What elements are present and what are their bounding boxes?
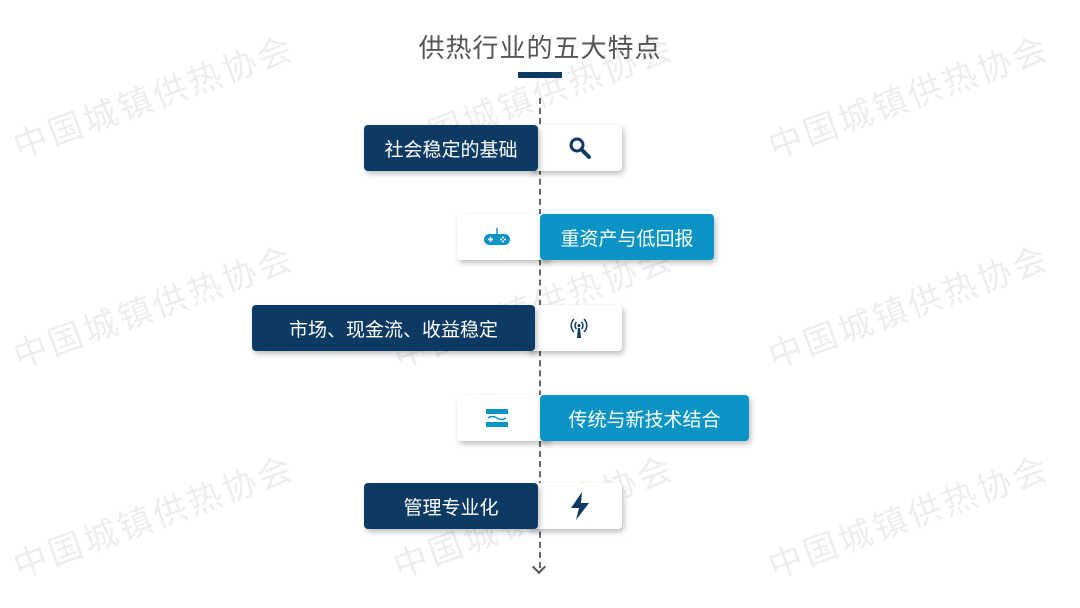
wireless-signal-icon (566, 315, 592, 341)
gamepad-icon (483, 227, 511, 247)
lightning-icon (569, 492, 591, 520)
watermark: 中国城镇供热协会 (763, 238, 1056, 378)
arrow-down-icon (531, 559, 547, 575)
feature-icon-box (530, 483, 622, 529)
feature-label: 管理专业化 (364, 483, 538, 529)
layers-icon (486, 408, 508, 428)
feature-icon-box (457, 214, 549, 260)
watermark: 中国城镇供热协会 (8, 448, 301, 588)
title-underline (518, 72, 562, 78)
feature-label: 社会稳定的基础 (364, 125, 538, 171)
feature-label: 重资产与低回报 (540, 214, 714, 260)
watermark: 中国城镇供热协会 (763, 448, 1056, 588)
search-icon (568, 136, 592, 160)
feature-icon-box (527, 305, 622, 351)
feature-label: 市场、现金流、收益稳定 (252, 305, 535, 351)
feature-label: 传统与新技术结合 (540, 395, 749, 441)
page-title: 供热行业的五大特点 (418, 34, 662, 64)
feature-icon-box (457, 395, 549, 441)
feature-icon-box (530, 125, 622, 171)
